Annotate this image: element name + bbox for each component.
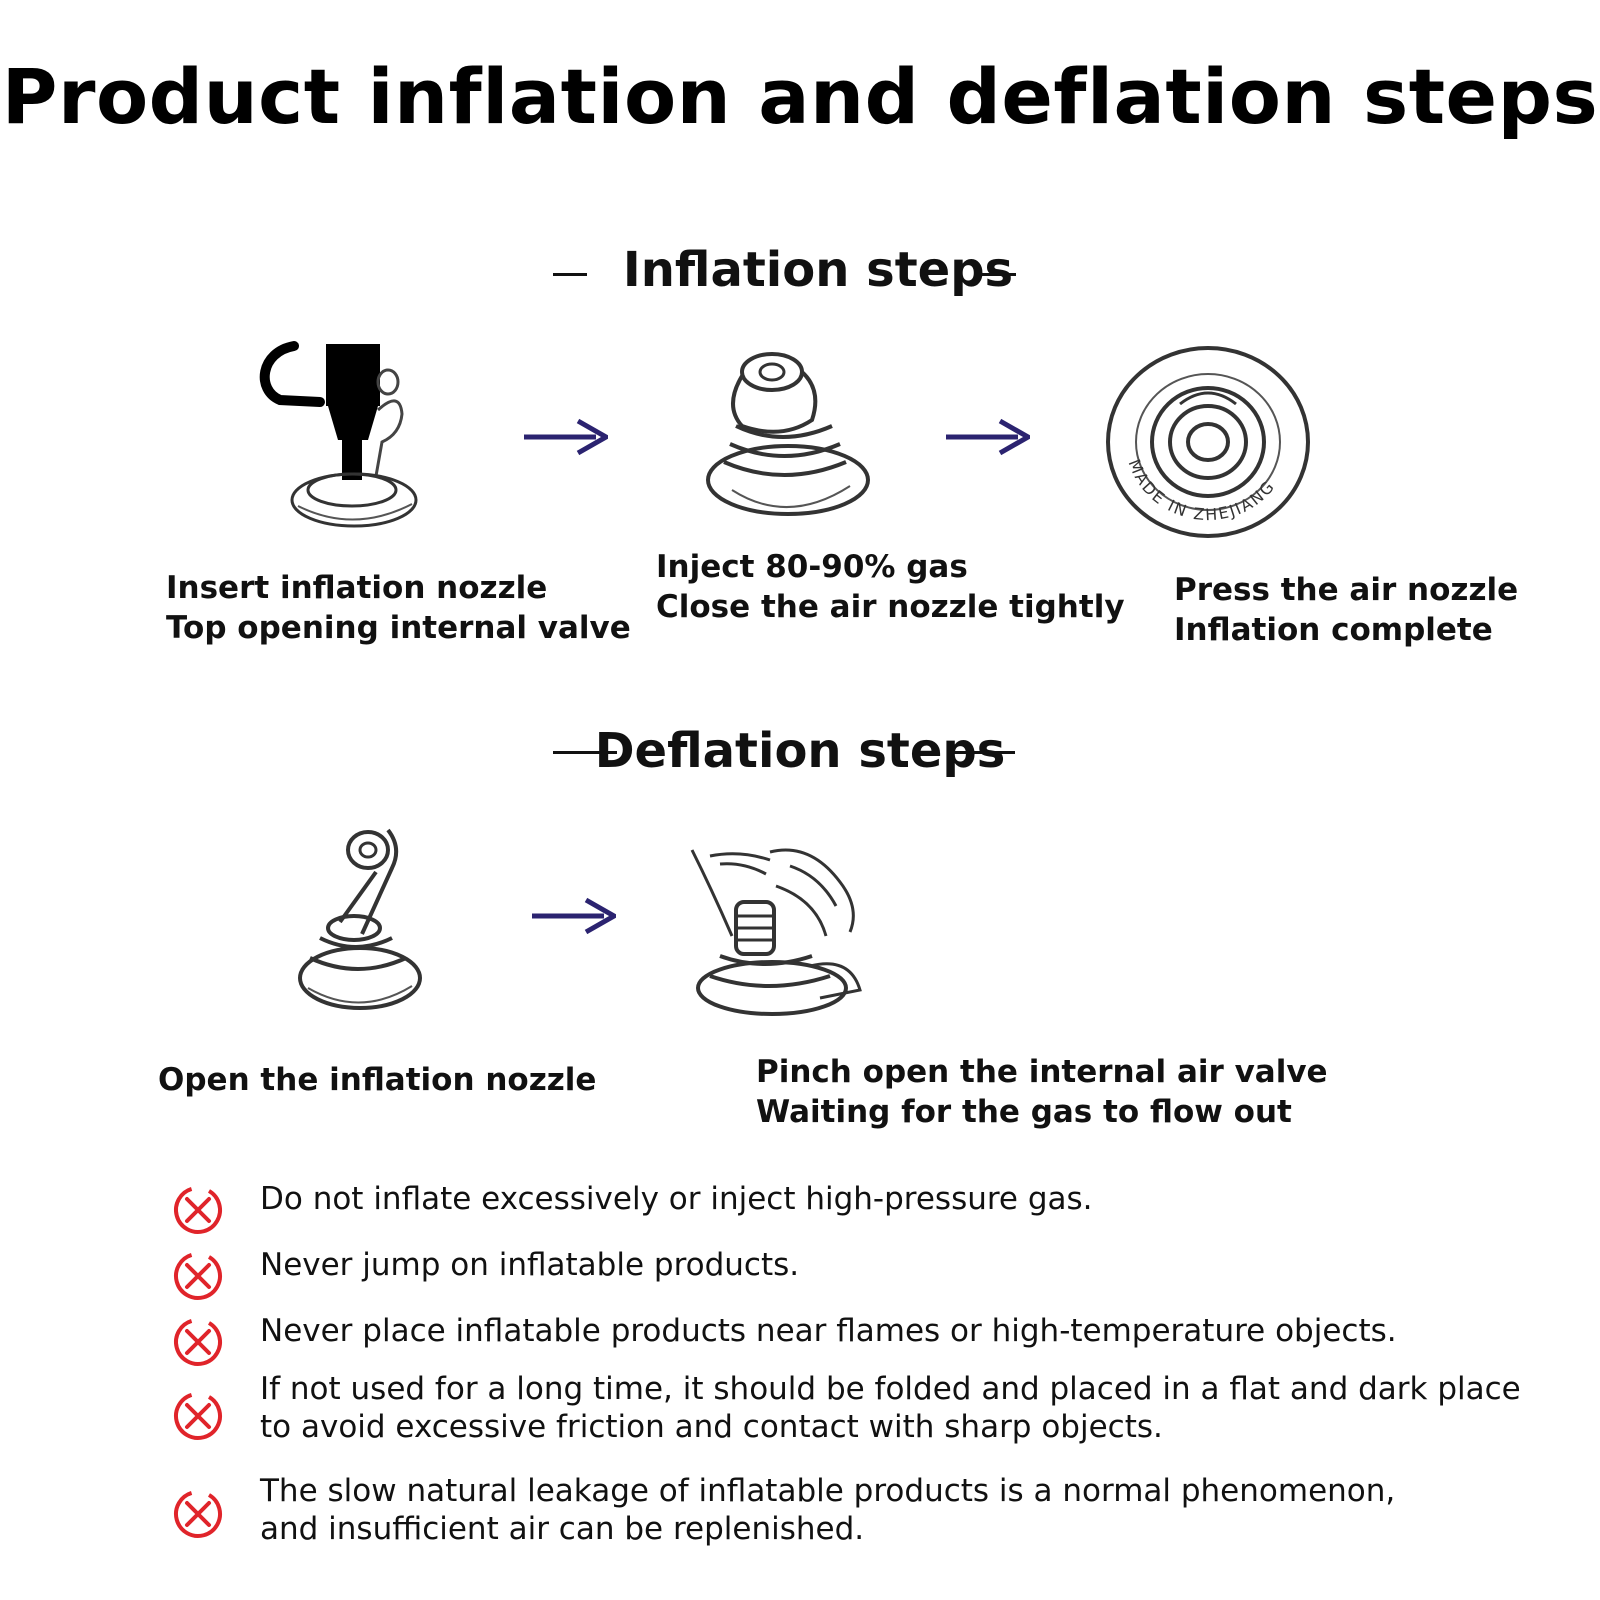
warning-text: If not used for a long time, it should b… xyxy=(260,1370,1521,1446)
warning-text: Never place inflatable products near fla… xyxy=(260,1312,1397,1350)
arrow-right-icon xyxy=(946,418,1030,456)
prohibited-x-icon xyxy=(174,1318,222,1366)
prohibited-x-icon xyxy=(174,1252,222,1300)
warning-text: The slow natural leakage of inflatable p… xyxy=(260,1472,1395,1548)
inflation-step-1-text: Insert inflation nozzle Top opening inte… xyxy=(166,568,631,648)
warning-line: If not used for a long time, it should b… xyxy=(260,1371,1521,1407)
arrow-right-icon xyxy=(532,897,616,935)
valve-closed-illustration xyxy=(706,352,870,516)
inflation-step-2-line-2: Close the air nozzle tightly xyxy=(656,589,1125,625)
pump-nozzle-insert-illustration xyxy=(259,341,418,528)
warning-line: The slow natural leakage of inflatable p… xyxy=(260,1473,1396,1509)
inflation-step-2-text: Inject 80-90% gas Close the air nozzle t… xyxy=(656,547,1125,627)
inflation-step-3-line-1: Press the air nozzle xyxy=(1174,572,1519,608)
deflation-step-2-text: Pinch open the internal air valve Waitin… xyxy=(756,1052,1328,1132)
valve-pressed-illustration: MADE IN ZHEJIANG xyxy=(1106,346,1310,538)
warning-text: Never jump on inflatable products. xyxy=(260,1246,799,1284)
prohibited-x-icon xyxy=(174,1490,222,1538)
prohibited-x-icon xyxy=(174,1186,222,1234)
inflation-step-1-line-1: Insert inflation nozzle xyxy=(166,570,548,606)
warning-line: and insufficient air can be replenished. xyxy=(260,1511,865,1547)
heading-dash-left xyxy=(553,751,617,754)
deflation-step-2-line-1: Pinch open the internal air valve xyxy=(756,1054,1328,1090)
inflation-step-3-line-2: Inflation complete xyxy=(1174,612,1493,648)
warning-line: Never place inflatable products near fla… xyxy=(260,1313,1397,1349)
pinch-valve-illustration xyxy=(690,848,862,1016)
arrow-right-icon xyxy=(524,418,608,456)
deflation-step-1-line-1: Open the inflation nozzle xyxy=(158,1062,597,1098)
deflation-step-1-text: Open the inflation nozzle xyxy=(158,1060,596,1100)
nozzle-open-illustration xyxy=(298,828,422,1010)
page-title: Product inflation and deflation steps xyxy=(1,52,1599,141)
heading-dash-right xyxy=(953,751,1015,754)
deflation-step-2-line-2: Waiting for the gas to flow out xyxy=(756,1094,1292,1130)
heading-dash-right xyxy=(978,273,1016,276)
inflation-heading: Inflation steps xyxy=(622,242,1014,298)
warning-line: Never jump on inflatable products. xyxy=(260,1247,800,1283)
warning-line: Do not inflate excessively or inject hig… xyxy=(260,1181,1093,1217)
deflation-heading: Deflation steps xyxy=(594,723,1006,779)
inflation-step-3-text: Press the air nozzle Inflation complete xyxy=(1174,570,1518,650)
inflation-step-2-line-1: Inject 80-90% gas xyxy=(656,549,968,585)
heading-dash-left xyxy=(553,273,587,276)
warning-line: to avoid excessive friction and contact … xyxy=(260,1409,1163,1445)
warning-text: Do not inflate excessively or inject hig… xyxy=(260,1180,1093,1218)
prohibited-x-icon xyxy=(174,1392,222,1440)
inflation-step-1-line-2: Top opening internal valve xyxy=(166,610,631,646)
